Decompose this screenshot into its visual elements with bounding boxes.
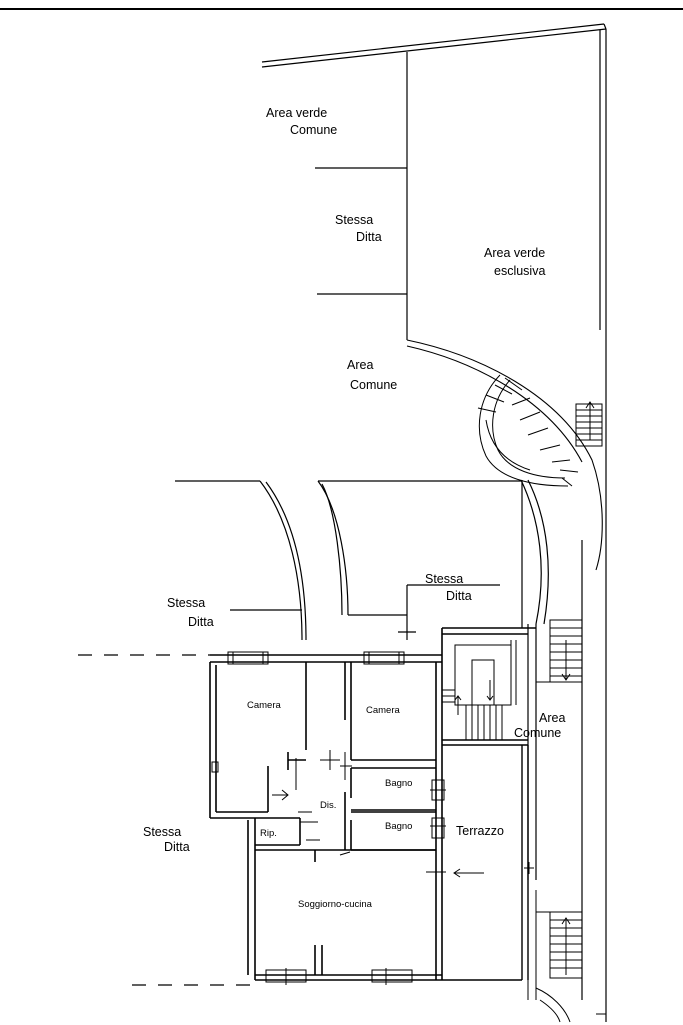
label-area-comune-right: Area Comune (514, 711, 565, 740)
room-bagno-1: Bagno (385, 778, 412, 789)
svg-text:Comune: Comune (514, 726, 561, 740)
right-corridor-walls (520, 479, 583, 1000)
stair-top-right (575, 401, 603, 447)
svg-text:Stessa: Stessa (425, 572, 463, 586)
label-stessa-ditta-center: Stessa Ditta (425, 572, 472, 603)
stair-right-low (527, 890, 583, 1000)
svg-text:Stessa: Stessa (143, 825, 181, 839)
svg-text:Area verde: Area verde (484, 246, 545, 260)
lot-boundary (261, 23, 607, 1022)
exclusive-area-curve (406, 339, 603, 571)
svg-text:Comune: Comune (290, 123, 337, 137)
room-dis: Dis. (320, 800, 336, 811)
svg-text:Stessa: Stessa (167, 596, 205, 610)
svg-text:Area verde: Area verde (266, 106, 327, 120)
curved-stair (477, 374, 579, 487)
room-camera-2: Camera (366, 705, 401, 716)
room-camera-1: Camera (247, 700, 282, 711)
label-area-verde-esclusiva: Area verde esclusiva (484, 246, 545, 278)
room-rip: Rip. (260, 828, 277, 839)
room-bagno-2: Bagno (385, 821, 412, 832)
label-stessa-ditta-bottom: Stessa Ditta (143, 825, 190, 854)
label-area-verde-comune: Area verde Comune (266, 106, 337, 137)
green-area-walls (315, 52, 408, 340)
internal-stair (442, 640, 517, 740)
svg-text:Area: Area (539, 711, 565, 725)
upper-volumes (175, 480, 522, 641)
svg-text:esclusiva: esclusiva (494, 264, 545, 278)
apartment-walls (209, 628, 443, 981)
svg-text:Ditta: Ditta (188, 615, 214, 629)
terrazzo-and-stair (442, 627, 536, 981)
svg-text:Ditta: Ditta (446, 589, 472, 603)
svg-text:Ditta: Ditta (356, 230, 382, 244)
svg-text:Stessa: Stessa (335, 213, 373, 227)
dashed-boundaries (78, 654, 255, 986)
terrazzo-arrow (453, 862, 534, 878)
stair-right-mid (536, 619, 583, 683)
windows (211, 651, 446, 985)
label-stessa-ditta-top: Stessa Ditta (335, 213, 382, 244)
label-area-comune-mid: Area Comune (347, 358, 397, 392)
label-stessa-ditta-left: Stessa Ditta (167, 596, 214, 629)
bottom-curve (535, 987, 606, 1023)
doors (272, 750, 352, 856)
svg-text:Area: Area (347, 358, 373, 372)
svg-text:Ditta: Ditta (164, 840, 190, 854)
room-terrazzo: Terrazzo (456, 824, 504, 838)
room-soggiorno-cucina: Soggiorno-cucina (298, 899, 373, 910)
svg-text:Comune: Comune (350, 378, 397, 392)
